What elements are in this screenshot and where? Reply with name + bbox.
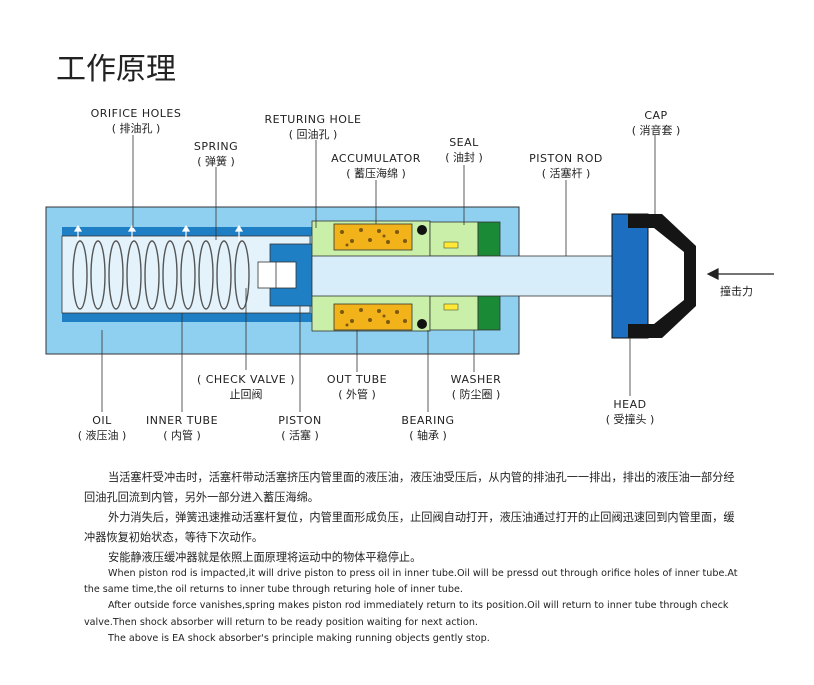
description-en-paragraph: The above is EA shock absorber's princip…: [108, 632, 490, 644]
orifice-hole-arrows: [73, 224, 244, 241]
washer-top: [477, 221, 501, 257]
label-inner-tube-zh: ( 内管 ): [163, 428, 201, 442]
label-bearing-zh: ( 轴承 ): [409, 428, 447, 442]
label-out-tube-en: OUT TUBE: [327, 373, 387, 386]
label-spring-zh: ( 弹簧 ): [197, 154, 235, 168]
bearing-marker-bottom: [443, 303, 459, 311]
label-washer-en: WASHER: [451, 373, 502, 386]
accumulator-bottom: [333, 303, 413, 331]
page-title: 工作原理: [56, 52, 176, 87]
label-washer-zh: ( 防尘圈 ): [452, 387, 501, 401]
label-head-zh: ( 受撞头 ): [606, 412, 655, 426]
accumulator-top: [333, 223, 413, 251]
cap: [628, 214, 696, 338]
label-piston-en: PISTON: [278, 414, 321, 427]
label-cap-en: CAP: [644, 109, 667, 122]
label-seal-en: SEAL: [449, 136, 479, 149]
head: [611, 213, 649, 339]
description-zh-paragraph: 外力消失后，弹簧迅速推动活塞杆复位，内管里面形成负压，止回阀自动打开，液压油通过…: [84, 511, 735, 544]
label-orifice-holes-en: ORIFICE HOLES: [91, 107, 182, 120]
label-out-tube-zh: ( 外管 ): [338, 387, 376, 401]
label-accumulator-zh: ( 蓄压海绵 ): [346, 166, 406, 180]
description-en-paragraph: When piston rod is impacted,it will driv…: [84, 568, 738, 596]
label-oil-zh: ( 液压油 ): [78, 428, 127, 442]
description-en: When piston rod is impacted,it will driv…: [84, 566, 744, 647]
piston-rod: [311, 255, 615, 297]
label-inner-tube-en: INNER TUBE: [146, 414, 218, 427]
seal-ring-top: [417, 225, 427, 235]
label-orifice-holes-zh: ( 排油孔 ): [112, 121, 161, 135]
washer-bottom: [477, 295, 501, 331]
bearing-bottom: [429, 295, 479, 331]
shock-absorber-diagram: ORIFICE HOLES ( 排油孔 ) SPRING ( 弹簧 ) RETU…: [45, 107, 774, 442]
bearing-marker-top: [443, 241, 459, 249]
spring-coils: [72, 240, 250, 310]
label-piston-rod-en: PISTON ROD: [529, 152, 603, 165]
description-zh-paragraph: 安能静液压缓冲器就是依照上面原理将运动中的物体平稳停止。: [108, 551, 422, 564]
label-accumulator-en: ACCUMULATOR: [331, 152, 421, 165]
description-zh-paragraph: 当活塞杆受冲击时，活塞杆带动活塞挤压内管里面的液压油，液压油受压后，从内管的排油…: [84, 471, 735, 504]
seal-ring-bottom: [417, 319, 427, 329]
label-piston-rod-zh: ( 活塞杆 ): [542, 166, 591, 180]
label-cap-zh: ( 消音套 ): [632, 123, 681, 137]
leader-lines: [101, 135, 656, 412]
label-oil-en: OIL: [92, 414, 112, 427]
description-zh: 当活塞杆受冲击时，活塞杆带动活塞挤压内管里面的液压油，液压油受压后，从内管的排油…: [84, 468, 744, 568]
description-en-paragraph: After outside force vanishes,spring make…: [84, 600, 729, 628]
label-check-valve-en: ( CHECK VALVE ): [197, 373, 295, 386]
inner-tube-bottom: [62, 313, 312, 322]
label-head-en: HEAD: [613, 398, 646, 411]
label-returning-hole-en: RETURING HOLE: [264, 113, 361, 126]
impact-force-arrow: [706, 268, 774, 280]
label-impact-force: 撞击力: [720, 284, 753, 298]
label-seal-zh: ( 油封 ): [445, 150, 483, 164]
label-check-valve-zh: 止回阀: [230, 387, 263, 401]
label-bearing-en: BEARING: [401, 414, 454, 427]
check-valve: [257, 261, 297, 289]
label-piston-zh: ( 活塞 ): [281, 428, 319, 442]
bearing-top: [429, 221, 479, 257]
label-returning-hole-zh: ( 回油孔 ): [289, 127, 338, 141]
label-spring-en: SPRING: [194, 140, 238, 153]
